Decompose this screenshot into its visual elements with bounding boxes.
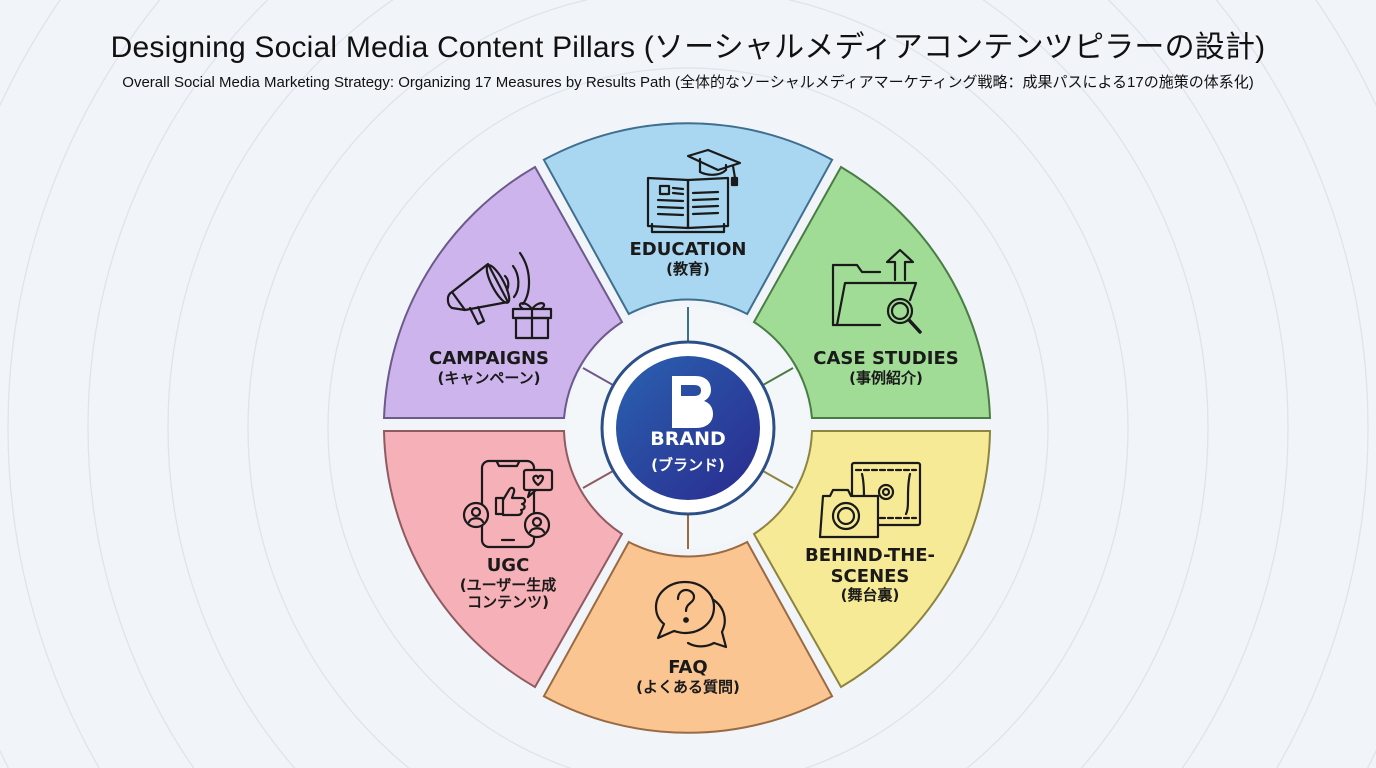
pillar-label-faq: FAQ (よくある質問): [636, 657, 740, 696]
pillar-label-ugc: UGC (ユーザー生成 コンテンツ): [459, 555, 557, 611]
connector-spokes: [582, 307, 794, 549]
pillar-segment-behind-the-scenes[interactable]: [752, 430, 992, 689]
phone-like-users-icon: [462, 459, 554, 549]
brand-label-ja: (ブランド): [651, 456, 725, 474]
pillar-label-behind-the-scenes: BEHIND-THE- SCENES (舞台裏): [804, 545, 936, 605]
question-bubbles-icon: [654, 580, 728, 649]
megaphone-gift-icon: [446, 251, 553, 340]
pillar-segment-ugc[interactable]: [382, 430, 624, 689]
brand-label: BRAND: [650, 428, 726, 450]
brand-logo-icon: [672, 376, 713, 428]
pillar-label-education: EDUCATION (教育): [629, 239, 747, 278]
pillar-segment-case-studies[interactable]: [752, 165, 992, 419]
pillar-segment-faq[interactable]: [542, 540, 834, 734]
book-graduation-cap-icon: [646, 148, 742, 234]
pillar-label-campaigns: CAMPAIGNS (キャンペーン): [428, 348, 550, 387]
page-title: Designing Social Media Content Pillars (…: [110, 31, 1266, 64]
camera-stage-icon: [818, 461, 922, 539]
pillar-label-case-studies: CASE STUDIES (事例紹介): [813, 348, 959, 387]
page-subtitle: Overall Social Media Marketing Strategy:…: [122, 74, 1254, 91]
folder-search-icon: [831, 248, 922, 334]
